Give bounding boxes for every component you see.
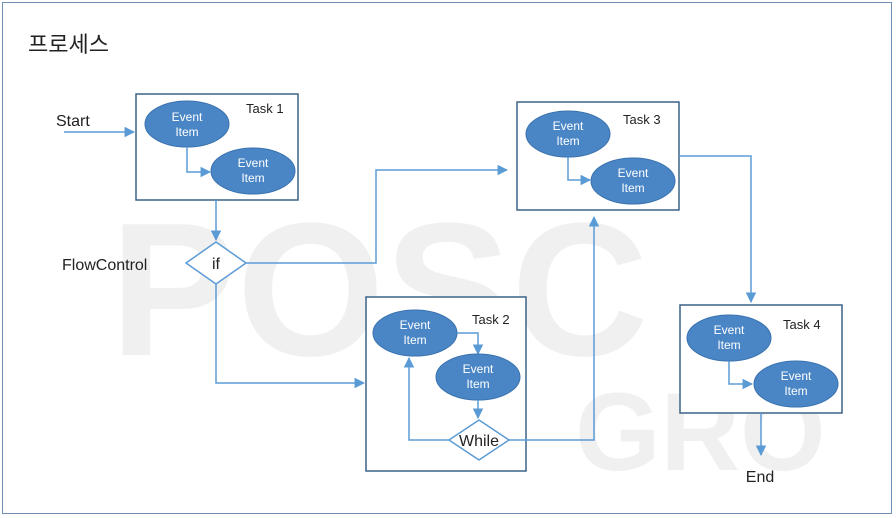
task-3-to-task-4-arrow (679, 155, 757, 304)
task-3-event-2 (590, 157, 676, 205)
task-1-event-1 (144, 100, 230, 148)
task-4-event-2-line-1: Event (781, 369, 812, 383)
task-2-event-1-line-1: Event (400, 318, 431, 332)
end-label: End (746, 469, 774, 486)
task-1-event-connector (186, 147, 212, 178)
while-loop-arrow (403, 356, 449, 441)
while-diamond (447, 419, 511, 461)
while-label: While (459, 433, 499, 450)
if-to-task-3-arrow (246, 164, 509, 264)
task-2-event-2-line-1: Event (463, 362, 494, 376)
task-2-event-2-line-2: Item (466, 377, 489, 391)
task-2-label: Task 2 (472, 312, 510, 327)
while-to-task-3-arrow (509, 215, 600, 441)
task-4: Task 4 Event Item Event Item (679, 304, 843, 414)
task-3-event-1-line-2: Item (556, 134, 579, 148)
task-1-event-2-line-2: Item (241, 171, 264, 185)
task-3-label: Task 3 (623, 112, 661, 127)
task-1-event-2-line-1: Event (238, 156, 269, 170)
task-4-event-connector (728, 361, 754, 390)
task-2-event-1-line-2: Item (403, 333, 426, 347)
task-2-event-connector (457, 332, 484, 356)
flow-control-label: FlowControl (62, 257, 147, 274)
task-1: Task 1 Event Item Event Item (135, 93, 299, 201)
task-3: Task 3 Event Item Event Item (516, 101, 680, 211)
page-title: 프로세스 (28, 32, 109, 57)
start-label: Start (56, 113, 90, 130)
task-3-event-1-line-1: Event (553, 119, 584, 133)
task-1-event-2 (210, 147, 296, 195)
if-to-task-2-arrow (215, 284, 366, 389)
task-3-event-2-line-2: Item (621, 181, 644, 195)
task-3-event-2-line-1: Event (618, 166, 649, 180)
task-4-label: Task 4 (783, 317, 821, 332)
task-4-event-2-line-2: Item (784, 384, 807, 398)
task-2: Task 2 Event Item Event Item While (365, 296, 527, 472)
task-3-event-connector (567, 157, 592, 186)
task-4-event-1-line-2: Item (717, 338, 740, 352)
task-1-event-1-line-2: Item (175, 125, 198, 139)
task-4-event-2 (753, 360, 839, 408)
task-1-event-1-line-1: Event (172, 110, 203, 124)
task-4-event-1-line-1: Event (714, 323, 745, 337)
if-label: if (212, 256, 221, 273)
task-1-label: Task 1 (246, 101, 284, 116)
